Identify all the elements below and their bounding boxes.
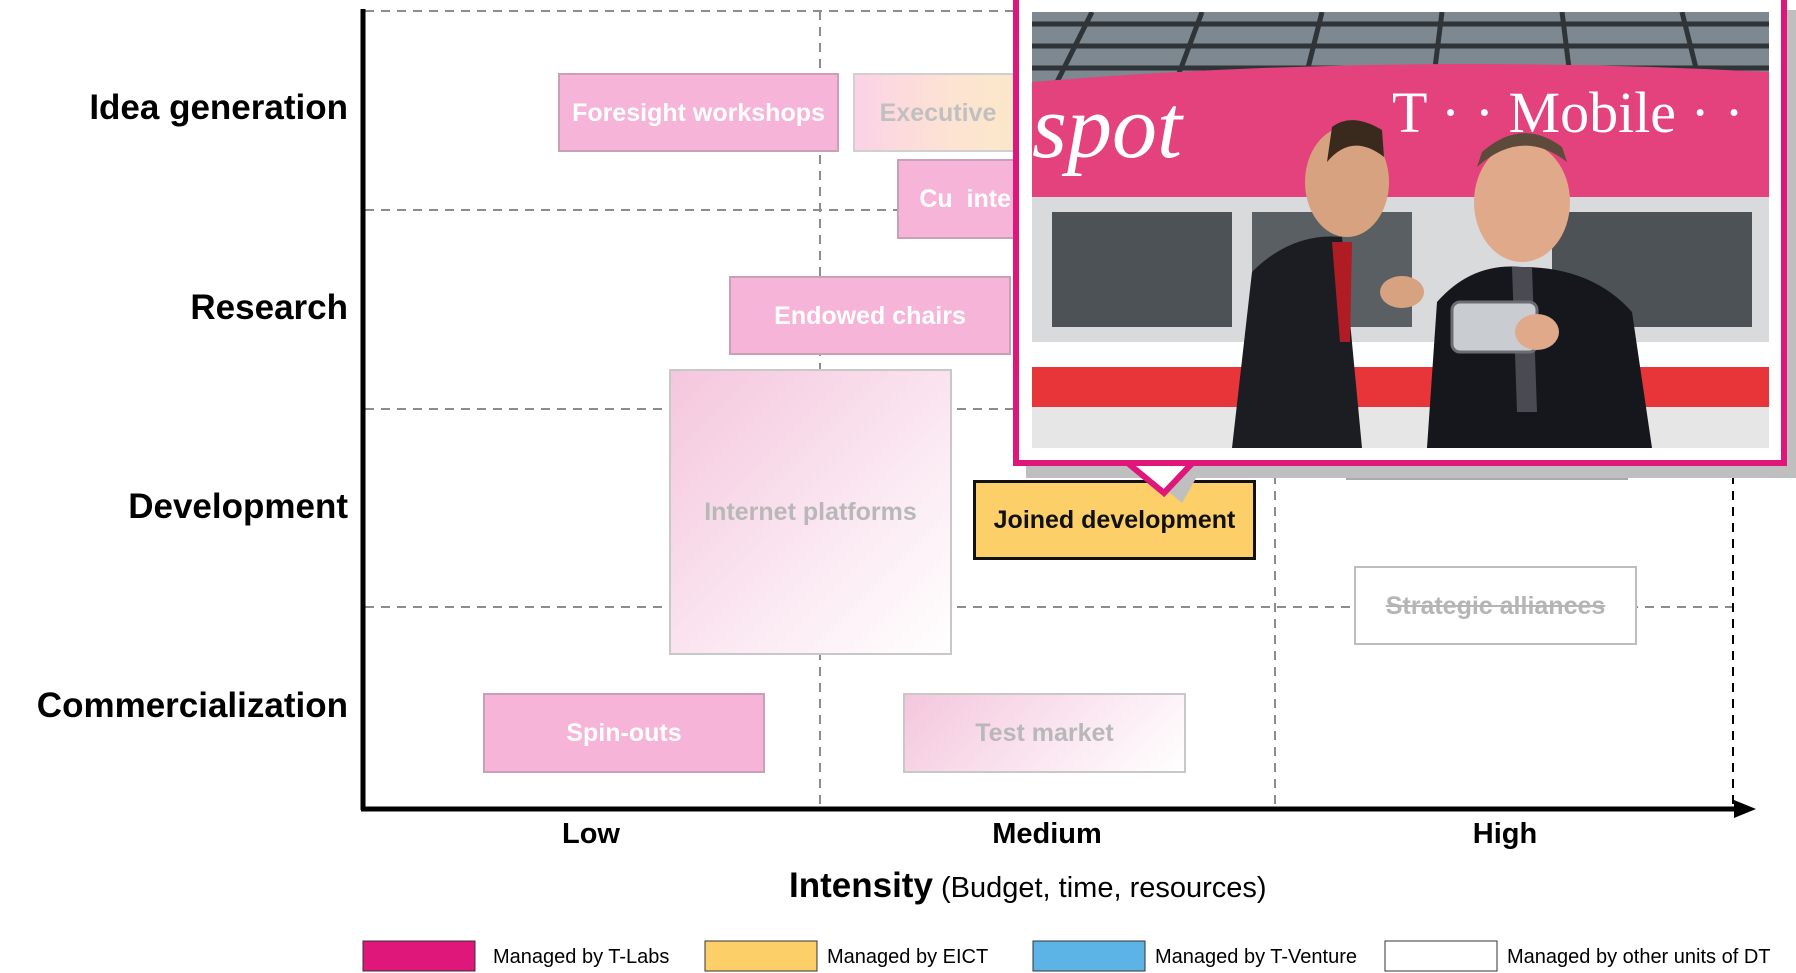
col-label-high: High: [1472, 818, 1538, 850]
box-customer-interaction: Cu inte: [897, 159, 1023, 239]
legend-swatch-tlabs: [362, 940, 476, 972]
box-internet-platforms: Internet platforms: [669, 369, 952, 655]
x-axis-arrow: [1734, 800, 1756, 818]
photo-executives-with-device: spot T · · Mobile · · 1: [1032, 12, 1769, 448]
photo-sign-tmobile: T · · Mobile · ·: [1392, 80, 1744, 145]
box-spin-outs: Spin-outs: [483, 693, 765, 773]
legend-swatch-eict: [704, 940, 818, 972]
col-label-medium: Medium: [992, 818, 1102, 850]
row-label-development: Development: [128, 487, 348, 526]
axis-title: Intensity (Budget, time, resources): [789, 866, 1267, 908]
row-label-commercialization: Commercialization: [36, 686, 348, 725]
axis-title-main: Intensity: [789, 866, 933, 905]
legend-swatch-other: [1384, 940, 1498, 972]
box-foresight-workshops: Foresight workshops: [558, 73, 839, 152]
box-strategic-alliances: Strategic alliances: [1354, 566, 1637, 645]
box-test-market: Test market: [903, 693, 1186, 773]
row-label-research: Research: [190, 288, 348, 327]
box-executive: Executive: [853, 73, 1023, 152]
box-joined-development: Joined development: [973, 480, 1256, 560]
legend-label-eict: Managed by EICT: [827, 946, 989, 968]
col-label-low: Low: [562, 818, 620, 850]
photo-sign-spot: spot: [1032, 78, 1184, 177]
legend-label-other: Managed by other units of DT: [1507, 946, 1771, 968]
legend-label-tlabs: Managed by T-Labs: [493, 946, 670, 968]
legend-swatch-tventure: [1032, 940, 1146, 972]
photo-callout: spot T · · Mobile · · 1: [1013, 0, 1787, 466]
axis-title-sub: (Budget, time, resources): [940, 872, 1267, 904]
legend-label-tventure: Managed by T-Venture: [1155, 946, 1357, 968]
box-endowed-chairs: Endowed chairs: [729, 276, 1011, 355]
row-label-idea-generation: Idea generation: [89, 88, 348, 127]
